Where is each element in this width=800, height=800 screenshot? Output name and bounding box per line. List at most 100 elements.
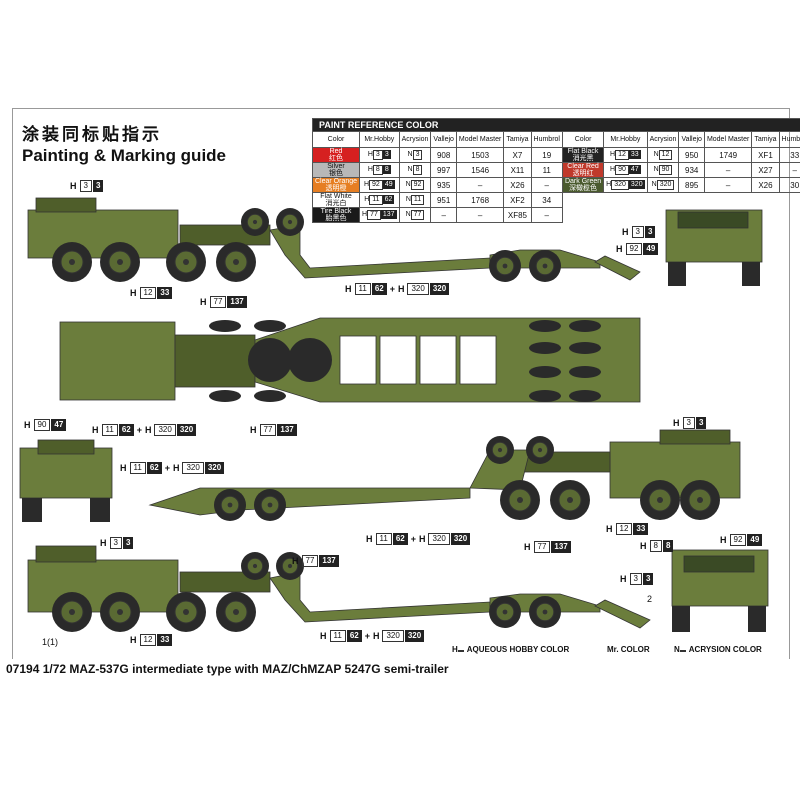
windshield xyxy=(677,211,749,229)
tire-top xyxy=(569,342,601,354)
wheel-center xyxy=(183,259,189,265)
tire-top xyxy=(569,390,601,402)
wheel-center xyxy=(537,447,543,453)
deck-opening xyxy=(339,335,377,385)
tire-top xyxy=(529,390,561,402)
paint-reference-table: PAINT REFERENCE COLOR Color Mr.Hobby Acr… xyxy=(311,118,800,223)
rear-tire xyxy=(22,498,42,522)
rear-body xyxy=(19,447,113,499)
trailer-frame xyxy=(594,255,641,281)
rear-roof xyxy=(37,439,95,455)
callout-number-2: 2 xyxy=(647,594,653,604)
wheel-center xyxy=(252,563,258,569)
wheel-center xyxy=(502,263,508,269)
wheel-center xyxy=(252,219,258,225)
wheel-center xyxy=(287,563,293,569)
wheel-center xyxy=(69,609,75,615)
wheel-center xyxy=(227,502,233,508)
wheel-center xyxy=(287,219,293,225)
guide-frame xyxy=(12,108,790,659)
callout-number-1-1: 1(1) xyxy=(42,637,59,647)
tire-top xyxy=(529,342,561,354)
tractor-chassis-top xyxy=(174,334,256,388)
deck-opening xyxy=(459,335,497,385)
front-tire xyxy=(668,262,686,286)
tire-top xyxy=(254,390,286,402)
tractor-top xyxy=(59,321,176,401)
trailer-frame xyxy=(269,571,491,623)
product-footer: 07194 1/72 MAZ-537G intermediate type wi… xyxy=(6,662,449,676)
wheel-center xyxy=(183,609,189,615)
tractor-cab xyxy=(27,209,179,259)
legend-acrysion: N ACRYSION COLOR xyxy=(674,645,762,654)
wheel-center xyxy=(69,259,75,265)
wheel-center xyxy=(502,609,508,615)
tire-top xyxy=(529,366,561,378)
trailer-frame xyxy=(269,224,491,279)
title-chinese: 涂装同标贴指示 xyxy=(22,125,162,145)
deck-opening xyxy=(419,335,457,385)
wheel-center xyxy=(117,259,123,265)
title-english: Painting & Marking guide xyxy=(22,146,227,165)
table-column-headers: Color Mr.Hobby Acrysion Vallejo Model Ma… xyxy=(311,131,800,148)
trailer-frame xyxy=(148,487,471,516)
spare-tire xyxy=(248,338,292,382)
wheel-center xyxy=(233,259,239,265)
wheel-center xyxy=(542,263,548,269)
tire-top xyxy=(529,320,561,332)
cab-roof xyxy=(35,197,97,213)
spare-tire xyxy=(288,338,332,382)
front-tire xyxy=(742,262,760,286)
wheel-center xyxy=(517,497,523,503)
wheel-center xyxy=(567,497,573,503)
wheel-center xyxy=(657,497,663,503)
wheel-center xyxy=(117,609,123,615)
wheel-center xyxy=(233,609,239,615)
legend-aqueous: H AQUEOUS HOBBY COLOR xyxy=(452,645,570,654)
trailer-frame xyxy=(594,599,651,629)
deck-opening xyxy=(379,335,417,385)
wheel-center xyxy=(542,609,548,615)
wheel-center xyxy=(697,497,703,503)
legend-mr-color: Mr. COLOR xyxy=(607,645,650,654)
rear-tire xyxy=(90,498,110,522)
tire-top xyxy=(569,320,601,332)
table-header: PAINT REFERENCE COLOR xyxy=(312,118,800,132)
front-tire xyxy=(748,606,766,632)
cab-roof xyxy=(35,545,97,563)
front-tire xyxy=(672,606,690,632)
wheel-center xyxy=(267,502,273,508)
tire-top xyxy=(569,366,601,378)
wheel-center xyxy=(497,447,503,453)
tire-top xyxy=(254,320,286,332)
tire-top xyxy=(209,320,241,332)
cab-roof xyxy=(659,429,731,445)
